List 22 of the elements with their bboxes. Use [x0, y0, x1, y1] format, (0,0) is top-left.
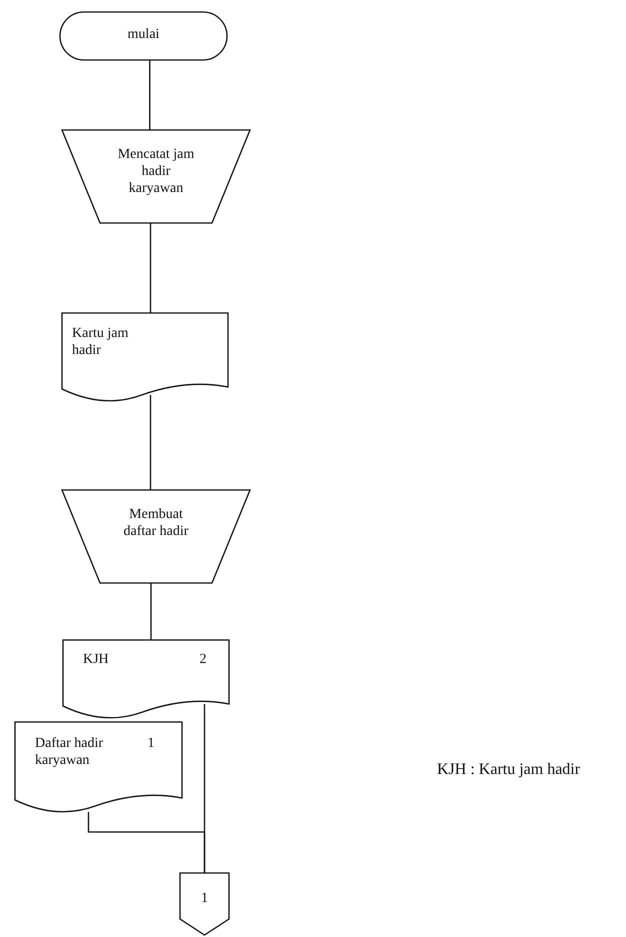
terminator-shape: [60, 12, 227, 60]
node-label: mulai: [126, 27, 160, 44]
document-shape: [63, 640, 229, 720]
connector-line: [150, 223, 152, 313]
node-label: 1: [200, 891, 209, 908]
off-page-connector: [180, 873, 229, 935]
connector-line: [150, 395, 152, 490]
document-shape: [62, 313, 228, 403]
node-label: KJH: [83, 652, 110, 669]
node-label: Membuat daftar hadir: [122, 507, 190, 541]
node-label: Daftar hadir karyawan: [35, 736, 104, 770]
connector-line: [88, 812, 206, 873]
connector-line: [149, 60, 150, 130]
manual-operation-trapezoid: [62, 130, 250, 223]
copy-number: 1: [146, 736, 156, 753]
document-shape: [15, 722, 182, 814]
abbreviation-note: KJH : Kartu jam hadir: [437, 760, 580, 780]
copy-number: 2: [198, 652, 208, 669]
node-label: Mencatat jam hadir karyawan: [116, 147, 196, 198]
manual-operation-trapezoid: [62, 490, 250, 583]
connector-line: [150, 583, 152, 640]
node-label: Kartu jam hadir: [72, 326, 130, 360]
